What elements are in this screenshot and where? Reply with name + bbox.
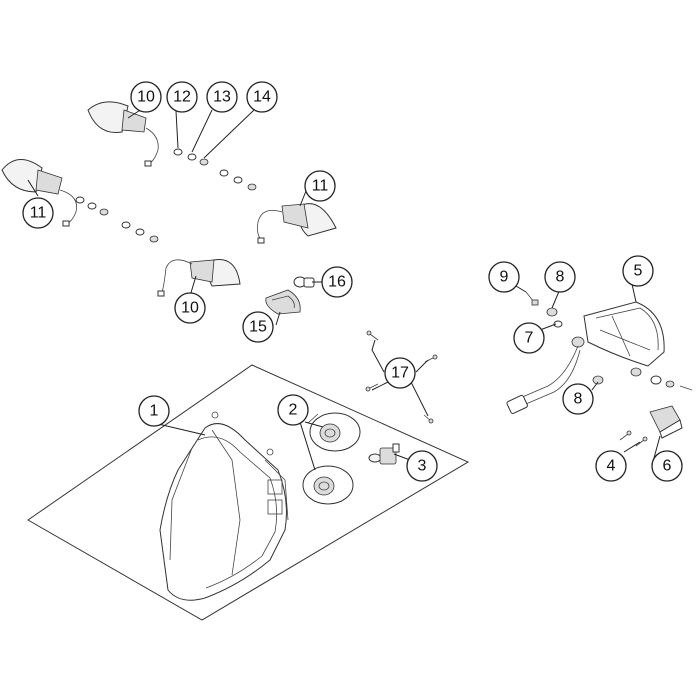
headlight-housing-part [27,364,470,621]
callout-12: 12 [166,81,198,113]
svg-text:12: 12 [173,89,191,106]
svg-text:13: 13 [213,89,231,106]
reflector-cover-part [265,289,301,315]
callout-1: 1 [138,395,170,427]
svg-text:9: 9 [500,269,509,286]
callout-17: 17 [384,357,416,389]
svg-text:11: 11 [312,178,329,195]
callout-7: 7 [513,322,545,354]
svg-text:11: 11 [30,205,47,222]
callout-10-upper: 10 [130,81,162,113]
callout-11-right: 11 [304,170,336,202]
turn-signal-lower-part [157,259,241,297]
callout-8-upper: 8 [544,261,576,293]
fastener-row-right-part [650,375,693,391]
svg-text:5: 5 [634,263,643,280]
turn-signal-left-part [1,159,78,227]
washers-nuts-upper-row-part [173,148,257,191]
svg-text:3: 3 [418,458,427,475]
callout-14: 14 [246,81,278,113]
svg-text:4: 4 [607,458,616,475]
callout-16: 16 [321,266,353,298]
callout-4: 4 [595,450,627,482]
nut-8-upper-part [546,307,558,317]
nut-8-lower-part [592,375,604,385]
svg-text:6: 6 [663,458,672,475]
callout-3: 3 [406,450,438,482]
washer-7-part [553,320,563,328]
svg-text:10: 10 [181,300,199,317]
svg-text:2: 2 [289,402,298,419]
svg-text:1: 1 [150,403,159,420]
bulb-part [368,443,400,465]
callout-5: 5 [622,255,654,287]
screws-4-part [619,430,648,447]
callout-11-left: 11 [22,197,54,229]
bulb-reflector-lower-part [302,465,354,505]
position-lamp-unit-part [506,301,665,414]
washers-nuts-lower-row-part [75,196,159,243]
bulb-reflector-upper-part [307,412,361,452]
callout-8-lower: 8 [562,383,594,415]
svg-text:10: 10 [137,89,155,106]
small-lamp-6-part [649,405,683,439]
svg-text:14: 14 [253,89,271,106]
svg-text:7: 7 [525,330,534,347]
turn-signal-upper-left-part [87,101,159,167]
screw-9-part [525,291,539,306]
callout-2: 2 [277,394,309,426]
turn-signal-right-part [257,203,337,244]
callout-10-lower: 10 [174,292,206,324]
svg-text:8: 8 [574,391,583,408]
svg-text:16: 16 [328,274,346,291]
callout-9: 9 [488,261,520,293]
callout-6: 6 [651,450,683,482]
svg-text:17: 17 [391,365,409,382]
screws-part [365,330,438,424]
svg-text:15: 15 [249,319,267,336]
bulb-small-part [293,276,315,288]
callout-13: 13 [206,81,238,113]
callout-15: 15 [242,311,274,343]
svg-text:8: 8 [556,269,565,286]
